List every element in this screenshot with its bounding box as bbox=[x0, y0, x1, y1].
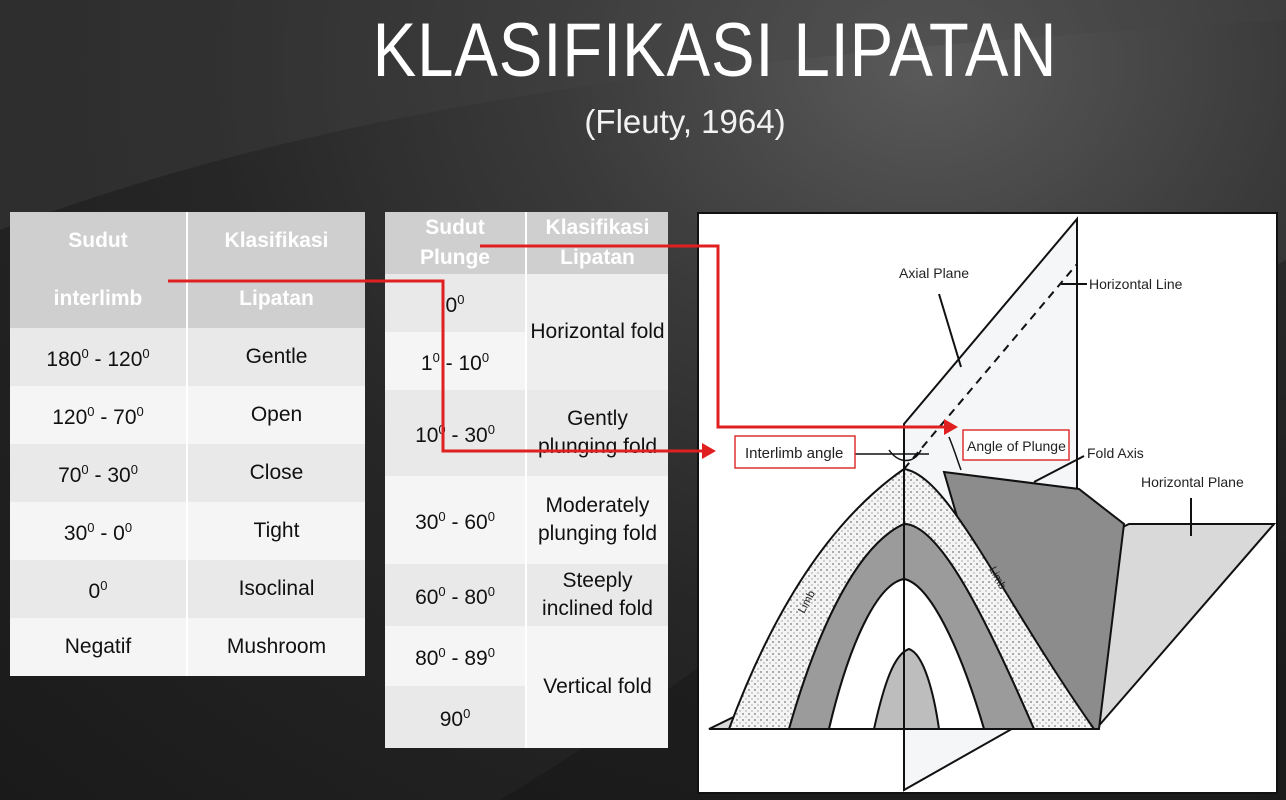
interlimb-header-col1-line1: Sudut bbox=[10, 212, 188, 270]
fold-diagram-svg: Axial Plane Horizontal Line Fold Axis Ho… bbox=[708, 216, 1277, 792]
plunge-class-cell: Horizontal fold bbox=[526, 274, 668, 390]
axial-plane-label: Axial Plane bbox=[899, 265, 969, 281]
interlimb-class-cell: Tight bbox=[187, 502, 365, 560]
interlimb-range-cell: Negatif bbox=[10, 618, 188, 676]
interlimb-table: Sudut Klasifikasi interlimb Lipatan 1800… bbox=[10, 212, 365, 676]
plunge-header-col2-line1: Klasifikasi bbox=[545, 216, 650, 239]
table-row: 300 - 600 Moderately plunging fold bbox=[385, 476, 668, 564]
fold-axis-label: Fold Axis bbox=[1087, 445, 1144, 461]
interlimb-class-cell: Mushroom bbox=[187, 618, 365, 676]
table-row: 00 Isoclinal bbox=[10, 560, 365, 618]
slide-title: KLASIFIKASI LIPATAN bbox=[372, 8, 1058, 93]
interlimb-range-cell: 1200 - 700 bbox=[10, 386, 188, 444]
interlimb-header-col2-line1: Klasifikasi bbox=[187, 212, 365, 270]
table-row: 1800 - 1200 Gentle bbox=[10, 328, 365, 386]
angle-of-plunge-box bbox=[962, 429, 1070, 461]
interlimb-range-cell: 1800 - 1200 bbox=[10, 328, 188, 386]
table-row: 900 bbox=[385, 686, 668, 748]
horizontal-plane-label: Horizontal Plane bbox=[1141, 474, 1244, 490]
fold-diagram: Axial Plane Horizontal Line Fold Axis Ho… bbox=[697, 212, 1278, 794]
table-row: 00 Horizontal fold bbox=[385, 274, 668, 390]
horizontal-line-dashed bbox=[903, 263, 1078, 470]
fold-axis-leader bbox=[1033, 455, 1085, 483]
interlimb-range-cell: 700 - 300 bbox=[10, 444, 188, 502]
angle-of-plunge-label: Angle of Plunge bbox=[967, 438, 1066, 454]
interlimb-header-col1-line2: interlimb bbox=[10, 270, 188, 328]
axial-plane-leader bbox=[938, 293, 962, 368]
interlimb-class-cell: Gentle bbox=[187, 328, 365, 386]
plunge-range-cell: 600 - 800 bbox=[385, 564, 527, 626]
table-row: 800 - 890 Vertical fold bbox=[385, 626, 668, 748]
plunge-range-cell: 100 - 300 bbox=[385, 390, 527, 476]
slide-subtitle: (Fleuty, 1964) bbox=[584, 103, 786, 140]
plunge-class-cell: Steeply inclined fold bbox=[526, 564, 668, 626]
table-row: 1200 - 700 Open bbox=[10, 386, 365, 444]
interlimb-class-cell: Close bbox=[187, 444, 365, 502]
interlimb-range-cell: 00 bbox=[10, 560, 188, 618]
interlimb-class-cell: Isoclinal bbox=[187, 560, 365, 618]
plunge-range-cell: 10 - 100 bbox=[385, 332, 527, 390]
plunge-class-cell: Vertical fold bbox=[526, 626, 668, 748]
table-row: 300 - 00 Tight bbox=[10, 502, 365, 560]
plunge-header-col1-line2: Plunge bbox=[419, 246, 490, 269]
plunge-class-cell: Gently plunging fold bbox=[526, 390, 668, 476]
plunge-range-cell: 800 - 890 bbox=[385, 626, 527, 686]
plunge-class-cell: Moderately plunging fold bbox=[526, 476, 668, 564]
table-row: Negatif Mushroom bbox=[10, 618, 365, 676]
core-shape bbox=[872, 647, 941, 730]
plunge-header-col1-line1: Sudut bbox=[425, 216, 485, 239]
table-row: 600 - 800 Steeply inclined fold bbox=[385, 564, 668, 626]
plunge-angle-arc bbox=[948, 436, 962, 471]
table-row: 100 - 300 Gently plunging fold bbox=[385, 390, 668, 476]
plunge-range-cell: 900 bbox=[385, 686, 527, 748]
plunge-header-col2-line2: Lipatan bbox=[560, 246, 635, 269]
horizontal-line-label: Horizontal Line bbox=[1089, 276, 1183, 292]
interlimb-class-cell: Open bbox=[187, 386, 365, 444]
plunge-range-cell: 00 bbox=[385, 274, 527, 332]
interlimb-angle-label: Interlimb angle bbox=[745, 445, 843, 462]
interlimb-angle-arc bbox=[888, 449, 922, 462]
interlimb-header-col2-line2: Lipatan bbox=[187, 270, 365, 328]
table-row: 700 - 300 Close bbox=[10, 444, 365, 502]
interlimb-angle-box bbox=[734, 435, 856, 469]
plunge-range-cell: 300 - 600 bbox=[385, 476, 527, 564]
interlimb-range-cell: 300 - 00 bbox=[10, 502, 188, 560]
